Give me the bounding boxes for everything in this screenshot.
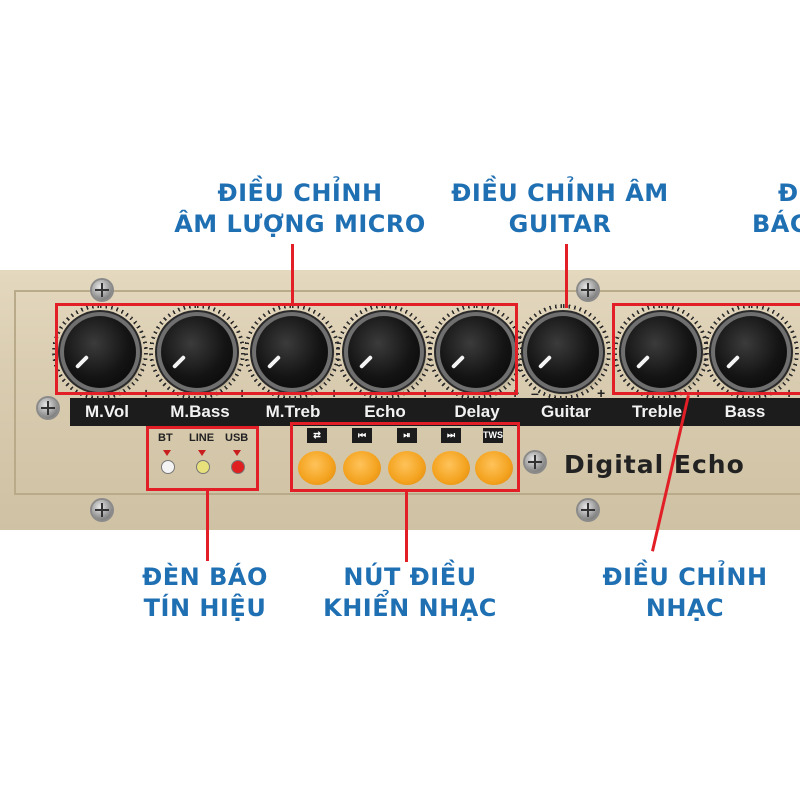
screw-icon <box>92 280 112 300</box>
led-usb <box>231 460 245 474</box>
triangle-indicator-icon <box>198 450 206 456</box>
next-track-icon: ⏭ <box>441 428 461 443</box>
knob-label-m-bass: M.Bass <box>170 402 230 421</box>
previous-track-icon: ⏮ <box>352 428 372 443</box>
connector-line <box>565 244 568 308</box>
led-label-usb: USB <box>225 432 249 444</box>
knob-label-delay: Delay <box>454 402 500 421</box>
highlight-music-tone <box>612 303 800 395</box>
highlight-mic-controls <box>55 303 518 395</box>
mode-button[interactable] <box>298 451 336 485</box>
knob-label-echo: Echo <box>364 402 406 421</box>
knob-delay[interactable] <box>440 316 512 388</box>
triangle-indicator-icon <box>163 450 171 456</box>
highlight-signal-lights <box>146 426 259 491</box>
plus-mark: + <box>597 385 606 401</box>
brand-label: Digital Echo <box>564 450 745 479</box>
knob-guitar[interactable] <box>527 316 599 388</box>
knob-m-vol[interactable] <box>64 316 136 388</box>
callout-guitar: ĐIỀU CHỈNH ÂM GUITAR <box>451 179 669 238</box>
callout-music-adjust: ĐIỀU CHỈNH NHẠC <box>602 563 768 622</box>
knob-label-m-treb: M.Treb <box>265 402 321 421</box>
tws-button[interactable] <box>475 451 513 485</box>
callout-mic-volume: ĐIỀU CHỈNH ÂM LƯỢNG MICRO <box>174 179 426 238</box>
tws-icon: TWS <box>483 428 503 443</box>
screw-icon <box>38 398 58 418</box>
led-label-bt: BT <box>158 432 173 444</box>
screw-icon <box>578 500 598 520</box>
highlight-guitar <box>537 306 595 389</box>
triangle-indicator-icon <box>233 450 241 456</box>
knob-label-treble: Treble <box>631 402 683 421</box>
knob-echo[interactable] <box>348 316 420 388</box>
previous-button[interactable] <box>343 451 381 485</box>
screw-icon <box>92 500 112 520</box>
connector-line <box>405 492 408 562</box>
knob-treble[interactable] <box>625 316 697 388</box>
led-bt <box>161 460 175 474</box>
callout-edge-cut: Đ BÁC <box>752 179 800 238</box>
knob-bass[interactable] <box>715 316 787 388</box>
play-pause-icon: ⏯ <box>397 428 417 443</box>
callout-signal-lights: ĐÈN BÁO TÍN HIỆU <box>142 563 268 622</box>
knob-label-m-vol: M.Vol <box>84 402 130 421</box>
minus-mark: – <box>531 385 539 401</box>
mode-switch-icon: ⇄ <box>307 428 327 443</box>
screw-icon <box>578 280 598 300</box>
next-button[interactable] <box>432 451 470 485</box>
knob-m-treb[interactable] <box>256 316 328 388</box>
led-label-line: LINE <box>189 432 215 444</box>
highlight-music-buttons <box>290 422 520 492</box>
callout-music-buttons: NÚT ĐIỀU KHIỂN NHẠC <box>323 563 497 622</box>
connector-line <box>206 491 209 561</box>
knob-label-guitar: Guitar <box>540 402 592 421</box>
knob-m-bass[interactable] <box>161 316 233 388</box>
screw-icon <box>525 452 545 472</box>
led-line <box>196 460 210 474</box>
knob-label-bass: Bass <box>724 402 766 421</box>
knob-label-strip <box>70 398 800 426</box>
connector-line <box>291 244 294 304</box>
play-pause-button[interactable] <box>388 451 426 485</box>
